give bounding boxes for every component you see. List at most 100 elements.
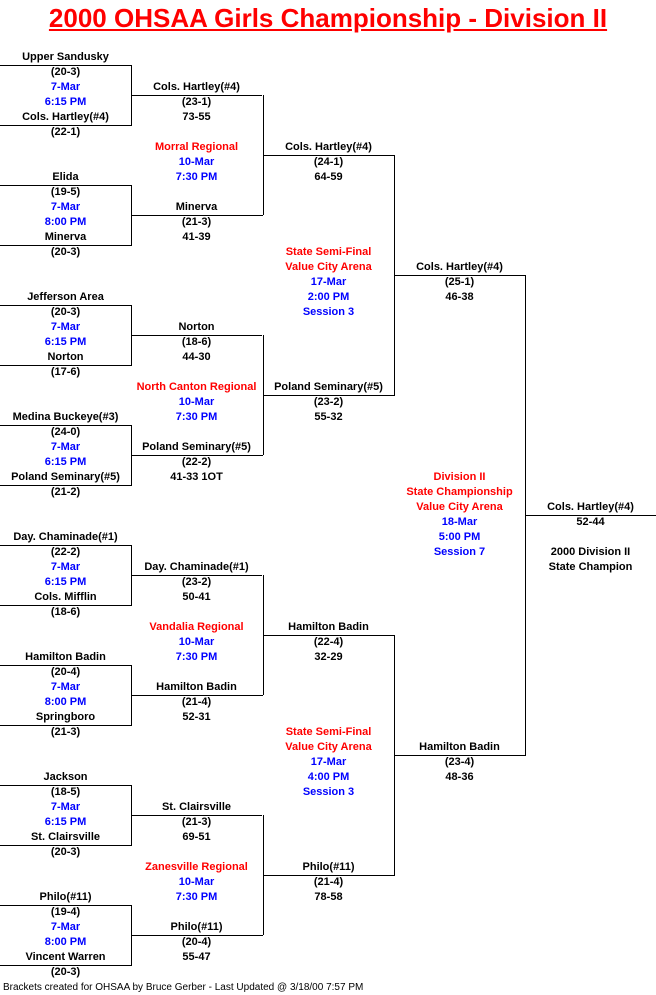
round-label: State Semi-Final <box>285 726 372 738</box>
game-time: 6:15 PM <box>44 576 87 588</box>
team-name: Upper Sandusky <box>22 51 109 63</box>
game-date: 18-Mar <box>441 516 478 528</box>
game-score: 41-33 1OT <box>170 471 223 483</box>
winner-record: (23-2) <box>313 396 344 408</box>
game-time: 5:00 PM <box>438 531 481 543</box>
winner-name: Cols. Hartley(#4) <box>285 141 372 153</box>
game-date: 7-Mar <box>50 441 81 453</box>
team-record: (20-3) <box>50 966 81 978</box>
winner-record: (22-4) <box>313 636 344 648</box>
team-record: (22-1) <box>50 126 81 138</box>
game-score: 64-59 <box>314 171 343 183</box>
team-name: Minerva <box>44 231 87 243</box>
game-time: 6:15 PM <box>44 96 87 108</box>
team-name: Springboro <box>35 711 96 723</box>
game-time: 8:00 PM <box>44 216 87 228</box>
game-date: 10-Mar <box>178 156 215 168</box>
page-title: 2000 OHSAA Girls Championship - Division… <box>48 3 608 33</box>
team-record: (19-5) <box>50 186 81 198</box>
game-date: 7-Mar <box>50 321 81 333</box>
bracket-line-top <box>0 65 131 66</box>
game-score: 52-31 <box>182 711 211 723</box>
bracket-line <box>131 695 263 696</box>
game-score: 73-55 <box>182 111 211 123</box>
winner-record: (23-2) <box>181 576 212 588</box>
team-name: Cols. Hartley(#4) <box>22 111 109 123</box>
game-time: 4:00 PM <box>307 771 350 783</box>
game-score: 55-47 <box>182 951 211 963</box>
winner-record: (21-3) <box>181 216 212 228</box>
winner-name: Hamilton Badin <box>288 621 369 633</box>
game-score: 41-39 <box>182 231 211 243</box>
winner-name: Philo(#11) <box>170 921 223 933</box>
session-label: Session 3 <box>302 306 355 318</box>
winner-name: Cols. Hartley(#4) <box>153 81 240 93</box>
winner-record: (22-2) <box>181 456 212 468</box>
bracket-line-top <box>0 905 131 906</box>
game-score: 78-58 <box>314 891 343 903</box>
bracket-line-bottom <box>0 365 132 366</box>
team-record: (18-6) <box>50 606 81 618</box>
bracket-line-top <box>0 785 131 786</box>
game-time: 6:15 PM <box>44 816 87 828</box>
team-record: (18-5) <box>50 786 81 798</box>
team-record: (20-3) <box>50 306 81 318</box>
team-record: (19-4) <box>50 906 81 918</box>
game-score: 44-30 <box>182 351 211 363</box>
bracket-line <box>263 395 395 396</box>
game-date: 10-Mar <box>178 636 215 648</box>
arena-name: Value City Arena <box>285 741 372 753</box>
team-record: (17-6) <box>50 366 81 378</box>
game-date: 10-Mar <box>178 876 215 888</box>
team-name: Jackson <box>43 771 88 783</box>
bracket-line <box>394 275 525 276</box>
team-record: (20-3) <box>50 246 81 258</box>
session-label: Session 7 <box>433 546 486 558</box>
winner-name: Hamilton Badin <box>156 681 237 693</box>
team-record: (21-2) <box>50 486 81 498</box>
bracket-line-bottom <box>0 845 132 846</box>
game-date: 7-Mar <box>50 921 81 933</box>
game-score: 55-32 <box>314 411 343 423</box>
arena-name: Value City Arena <box>416 501 503 513</box>
game-time: 7:30 PM <box>175 411 218 423</box>
round-label: State Championship <box>406 486 513 498</box>
final-score: 52-44 <box>576 516 605 528</box>
championship-division: Division II <box>433 471 486 483</box>
game-date: 7-Mar <box>50 561 81 573</box>
team-record: (20-3) <box>50 846 81 858</box>
game-date: 10-Mar <box>178 396 215 408</box>
game-score: 32-29 <box>314 651 343 663</box>
footer-credit: Brackets created for OHSAA by Bruce Gerb… <box>3 982 364 993</box>
champion-caption: State Champion <box>548 561 633 573</box>
arena-name: Value City Arena <box>285 261 372 273</box>
bracket-line-bottom <box>0 725 132 726</box>
regional-venue: Morral Regional <box>154 141 239 153</box>
regional-venue: Zanesville Regional <box>145 861 248 873</box>
bracket-line-bottom <box>0 245 132 246</box>
bracket-line-bottom <box>0 125 132 126</box>
game-time: 6:15 PM <box>44 336 87 348</box>
winner-name: Poland Seminary(#5) <box>274 381 383 393</box>
winner-record: (24-1) <box>313 156 344 168</box>
team-record: (24-0) <box>50 426 81 438</box>
team-record: (22-2) <box>50 546 81 558</box>
winner-record: (18-6) <box>181 336 212 348</box>
winner-record: (25-1) <box>444 276 475 288</box>
session-label: Session 3 <box>302 786 355 798</box>
regional-venue: North Canton Regional <box>136 381 257 393</box>
bracket-line-bottom <box>0 605 132 606</box>
team-name: Norton <box>47 351 84 363</box>
bracket-line <box>131 935 263 936</box>
team-record: (20-3) <box>50 66 81 78</box>
winner-name: Norton <box>178 321 215 333</box>
champion-name: Cols. Hartley(#4) <box>547 501 634 513</box>
bracket-line-top <box>0 665 131 666</box>
game-score: 46-38 <box>445 291 474 303</box>
game-score: 50-41 <box>182 591 211 603</box>
game-score: 69-51 <box>182 831 211 843</box>
game-score: 48-36 <box>445 771 474 783</box>
team-record: (21-3) <box>50 726 81 738</box>
bracket-line-bottom <box>0 485 132 486</box>
winner-record: (23-1) <box>181 96 212 108</box>
